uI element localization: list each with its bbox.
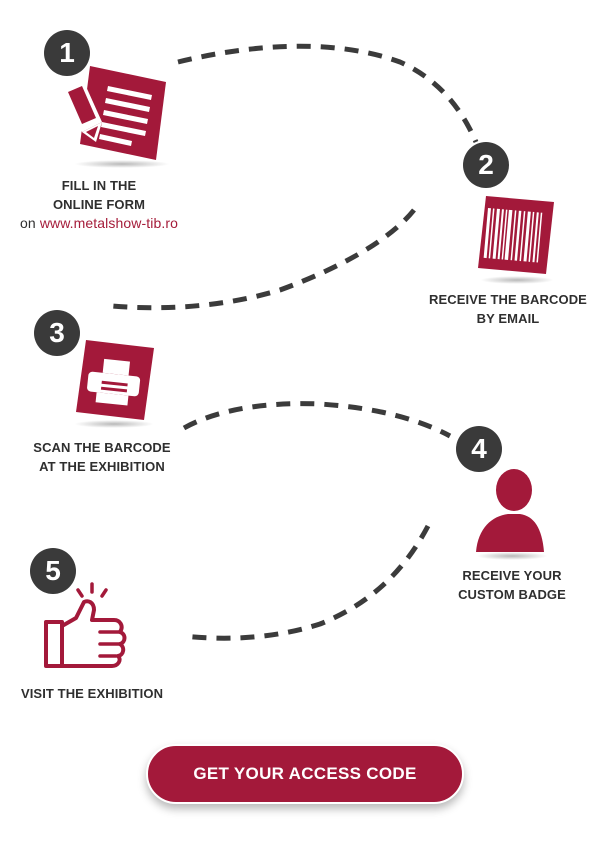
step-2-line1: RECEIVE THE BARCODE <box>429 292 587 307</box>
step-3-line1: SCAN THE BARCODE <box>33 440 171 455</box>
step-4-line2: CUSTOM BADGE <box>458 587 566 602</box>
step-4-label: RECEIVE YOUR CUSTOM BADGE <box>430 566 594 604</box>
icon-shadow <box>480 276 554 284</box>
icon-shadow <box>74 420 154 428</box>
step-1-line1: FILL IN THE <box>61 178 137 193</box>
step-5-label: VISIT THE EXHIBITION <box>6 684 178 703</box>
step-3-number: 3 <box>34 310 80 356</box>
step-4-number: 4 <box>456 426 502 472</box>
step-3-line2: AT THE EXHIBITION <box>39 459 165 474</box>
step-2-line2: BY EMAIL <box>476 311 540 326</box>
icon-shadow <box>74 160 170 168</box>
step-2-number: 2 <box>463 142 509 188</box>
user-badge-icon <box>476 469 544 552</box>
step-1-number: 1 <box>44 30 90 76</box>
icon-shadow <box>476 552 548 560</box>
document-form-icon <box>64 66 166 160</box>
connector-1-2 <box>177 43 479 144</box>
step-1-url-line: on www.metalshow-tib.ro <box>0 214 198 233</box>
step-2-label: RECEIVE THE BARCODE BY EMAIL <box>416 290 600 328</box>
step-1-label: FILL IN THE ONLINE FORM on www.metalshow… <box>0 176 198 233</box>
step-4-line1: RECEIVE YOUR <box>462 568 562 583</box>
connector-3-4 <box>182 401 452 439</box>
get-access-code-button[interactable]: GET YOUR ACCESS CODE <box>146 744 464 804</box>
connector-2-3 <box>111 208 416 311</box>
printer-icon <box>76 340 154 420</box>
step-5-number: 5 <box>30 548 76 594</box>
connector-4-5 <box>183 524 431 641</box>
step-3-label: SCAN THE BARCODE AT THE EXHIBITION <box>4 438 200 476</box>
step-5-line1: VISIT THE EXHIBITION <box>20 686 164 701</box>
barcode-icon <box>478 196 554 274</box>
thumbs-up-icon <box>44 582 127 668</box>
website-link[interactable]: www.metalshow-tib.ro <box>39 215 178 231</box>
step-1-prefix: on <box>20 215 36 231</box>
step-1-line2: ONLINE FORM <box>52 197 146 212</box>
